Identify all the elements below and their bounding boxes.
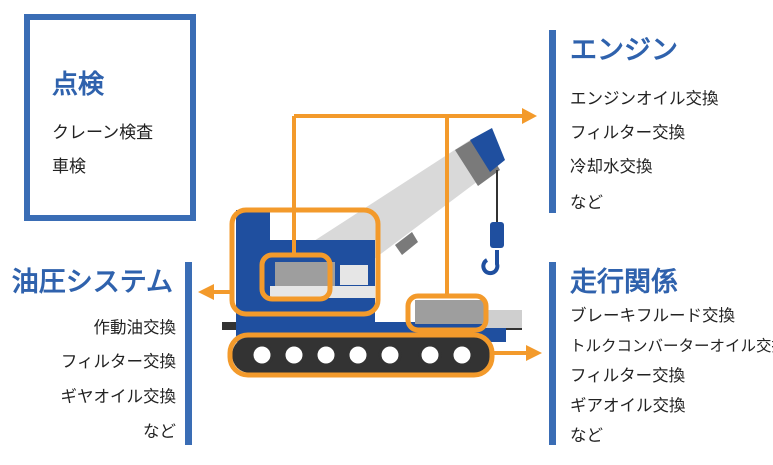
hydraulic-title: 油圧システム [11,267,173,298]
engine-item: など [570,193,603,212]
engine-title: エンジン [570,35,678,66]
drive-item: ブレーキフルード交換 [570,306,735,325]
hydraulic-item: など [143,422,176,441]
drive-title: 走行関係 [570,267,678,298]
inspection-panel: 点検 クレーン検査 車検 [24,14,196,221]
inspection-item: 車検 [52,157,86,177]
hydraulic-item: フィルター交換 [60,352,176,371]
hydraulic-item: 作動油交換 [93,318,177,337]
inspection-title: 点検 [52,70,105,100]
engine-item: 冷却水交換 [570,157,653,176]
arrow-to-drive-icon [526,345,542,361]
drive-item: フィルター交換 [570,366,686,385]
arrow-heads [198,108,542,361]
hydraulic-accent-bar [185,262,192,445]
engine-item: エンジンオイル交換 [570,89,719,108]
engine-accent-bar [549,30,556,213]
connector-lines [212,114,528,355]
drive-item: トルクコンバーターオイル交換 [570,337,773,355]
engine-item: フィルター交換 [570,123,686,142]
drive-accent-bar [549,262,556,445]
inspection-item: クレーン検査 [52,123,154,143]
arrow-to-engine-icon [522,108,537,124]
crawler-track [232,337,492,373]
drive-item: など [570,426,603,445]
drive-item: ギアオイル交換 [570,396,686,415]
hook-icon [481,170,504,276]
hydraulic-item: ギヤオイル交換 [60,387,177,406]
arrow-to-hydraulic-icon [198,284,214,300]
